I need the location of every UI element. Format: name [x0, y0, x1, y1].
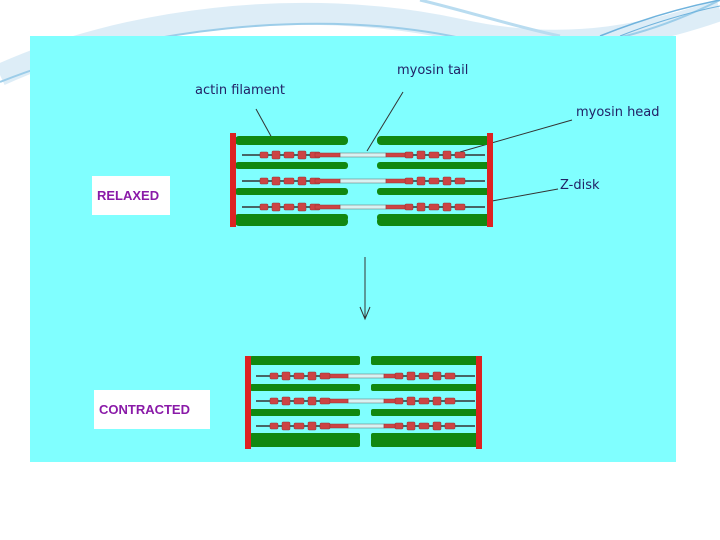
contracted-z-disk-left [245, 356, 251, 449]
actin-filament-label: actin filament [195, 83, 285, 98]
myosin-tail-pointer-line [366, 91, 404, 152]
contracted-z-disk-right [476, 356, 482, 449]
sarcomere-diagram: actin filament myosin tail myosin head Z… [195, 63, 660, 449]
z-disk-pointer-line [491, 188, 559, 202]
relaxed-state-label: RELAXED [92, 176, 170, 215]
z-disk-label: Z-disk [560, 178, 600, 193]
relaxed-z-disk-right [487, 133, 493, 227]
diagram-panel: actin filament myosin tail myosin head Z… [30, 36, 676, 462]
actin-pointer-line [255, 108, 273, 139]
contracted-actin-filaments [250, 356, 481, 447]
contracted-sarcomere [245, 356, 482, 449]
relaxed-sarcomere [230, 133, 493, 227]
relaxed-z-disk-left [230, 133, 236, 227]
myosin-head-label: myosin head [576, 105, 660, 120]
relaxed-myosin-filaments [242, 150, 485, 212]
contracted-myosin-filaments [256, 371, 475, 431]
relaxed-actin-filaments [235, 136, 490, 226]
contracted-state-label: CONTRACTED [94, 390, 210, 429]
myosin-tail-label: myosin tail [397, 63, 468, 78]
transition-arrow [359, 257, 371, 321]
myosin-head-pointer-line [459, 119, 573, 153]
